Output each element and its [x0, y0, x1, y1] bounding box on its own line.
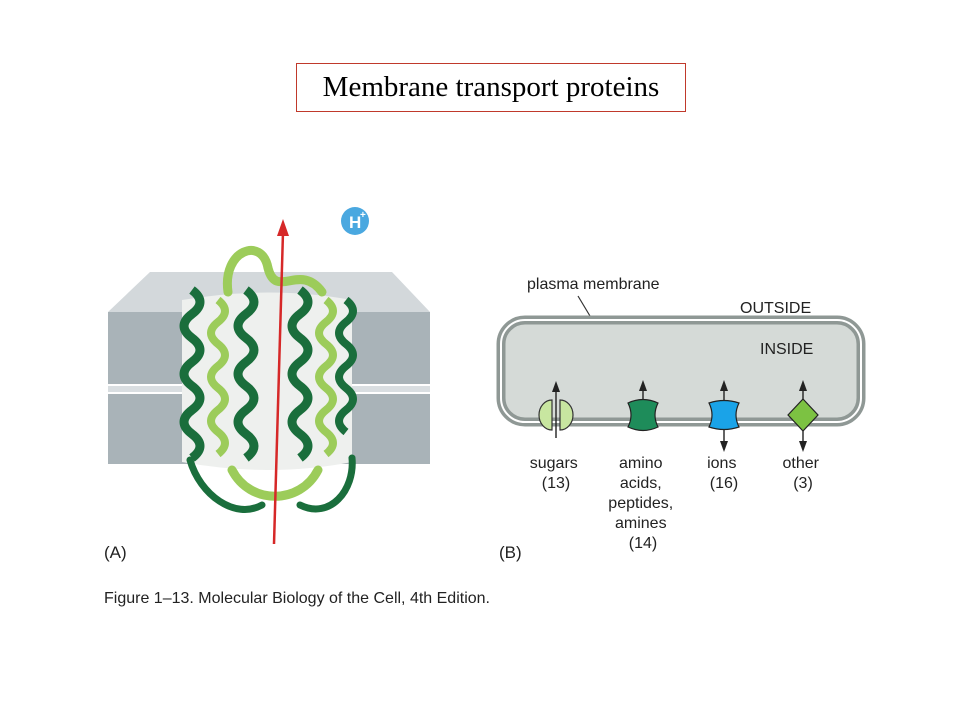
helix-6	[335, 296, 357, 436]
inside-label: INSIDE	[760, 341, 813, 358]
panel-a-label: (A)	[104, 543, 127, 562]
proton-ion-icon	[341, 207, 369, 235]
helix-4	[287, 286, 313, 462]
outside-label: OUTSIDE	[740, 300, 811, 317]
helix-loop-bottom-dark	[186, 456, 266, 513]
amino-acids-label: amino acids, peptides, amines (14)	[608, 455, 677, 552]
panel-b-label: (B)	[499, 543, 522, 562]
sugars-label: sugars (13)	[530, 455, 582, 492]
channel-cavity	[182, 292, 352, 470]
helix-3	[233, 286, 259, 462]
membrane-inner-line	[500, 319, 862, 423]
slide-title: Membrane transport proteins	[296, 63, 686, 112]
panel-a-transporter: H +	[108, 207, 430, 545]
ion-channel-icon	[708, 380, 740, 452]
helix-5	[315, 296, 337, 458]
ions-label: ions (16)	[707, 455, 741, 492]
other-label: other (3)	[783, 455, 824, 492]
sugar-transporter-icon	[538, 381, 574, 438]
proton-ion-label: H	[349, 213, 361, 232]
proton-path-line	[272, 231, 285, 545]
helix-loop-bottom-dark-2	[296, 454, 356, 513]
proton-ion-charge: +	[360, 210, 366, 221]
panel-b-cell-diagram: plasma membrane OUTSIDE INSIDE	[496, 276, 866, 552]
proton-arrow-head	[277, 219, 289, 236]
figure-caption: Figure 1–13. Molecular Biology of the Ce…	[104, 590, 490, 607]
helix-2	[207, 296, 229, 458]
plasma-membrane-label: plasma membrane	[527, 276, 660, 293]
helix-loop-top	[222, 246, 327, 297]
helix-1	[179, 286, 205, 462]
amino-acid-transporter-icon	[627, 380, 659, 432]
other-transporter-icon	[787, 380, 819, 452]
